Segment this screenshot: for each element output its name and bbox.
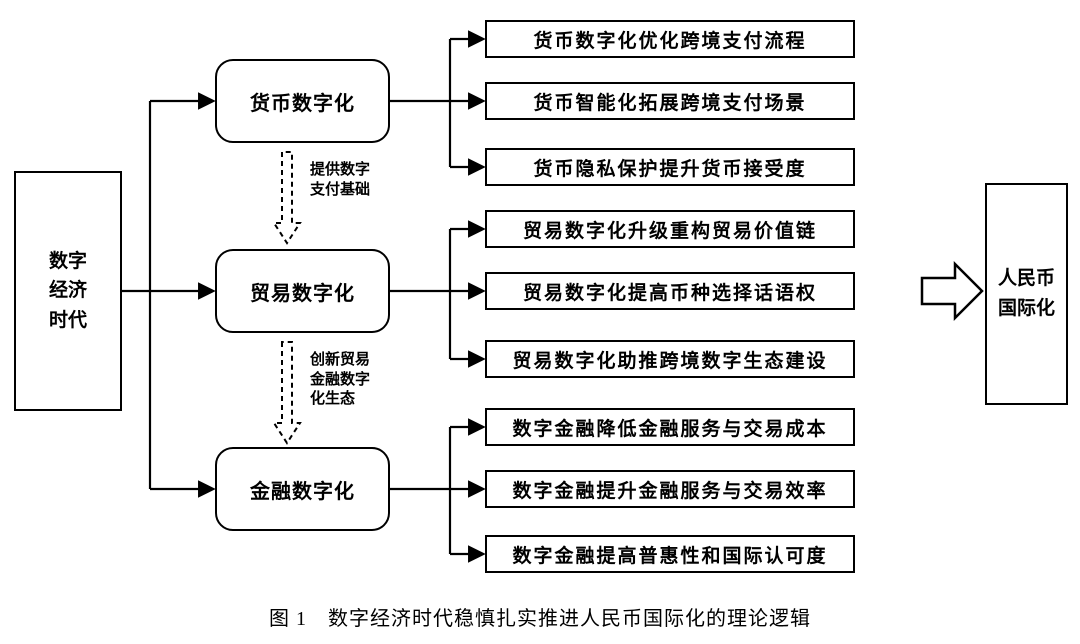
source-box-digital-economy-era: 数字 经济 时代: [14, 171, 122, 411]
output-box-8: 数字金融提升金融服务与交易效率: [485, 470, 855, 508]
finance-connectors: [390, 418, 486, 563]
dashed-arrow-payment-foundation: [272, 151, 302, 245]
output-box-2: 货币智能化拓展跨境支付场景: [485, 82, 855, 120]
stage-box-trade-digitalization: 贸易数字化: [215, 249, 390, 333]
currency-connectors: [390, 30, 486, 176]
dashed-arrow-trade-finance-ecology: [272, 341, 302, 445]
transition-label-trade-finance-ecology: 创新贸易 金融数字 化生态: [310, 351, 371, 407]
output-box-6: 贸易数字化助推跨境数字生态建设: [485, 340, 855, 378]
source-connectors: [122, 92, 216, 498]
trade-connectors: [390, 220, 486, 368]
output-box-7: 数字金融降低金融服务与交易成本: [485, 408, 855, 446]
transition-label-payment-foundation: 提供数字 支付基础: [310, 161, 371, 198]
output-box-4: 贸易数字化升级重构贸易价值链: [485, 210, 855, 248]
output-box-5: 贸易数字化提高币种选择话语权: [485, 272, 855, 310]
output-box-9: 数字金融提高普惠性和国际认可度: [485, 535, 855, 573]
result-box-rmb-internationalization: 人民币 国际化: [985, 183, 1068, 405]
stage-box-currency-digitalization: 货币数字化: [215, 59, 390, 143]
figure-caption: 图 1 数字经济时代稳慎扎实推进人民币国际化的理论逻辑: [269, 608, 811, 630]
output-box-1: 货币数字化优化跨境支付流程: [485, 20, 855, 58]
output-box-3: 货币隐私保护提升货币接受度: [485, 148, 855, 186]
stage-box-finance-digitalization: 金融数字化: [215, 447, 390, 531]
result-arrow: [920, 260, 984, 322]
